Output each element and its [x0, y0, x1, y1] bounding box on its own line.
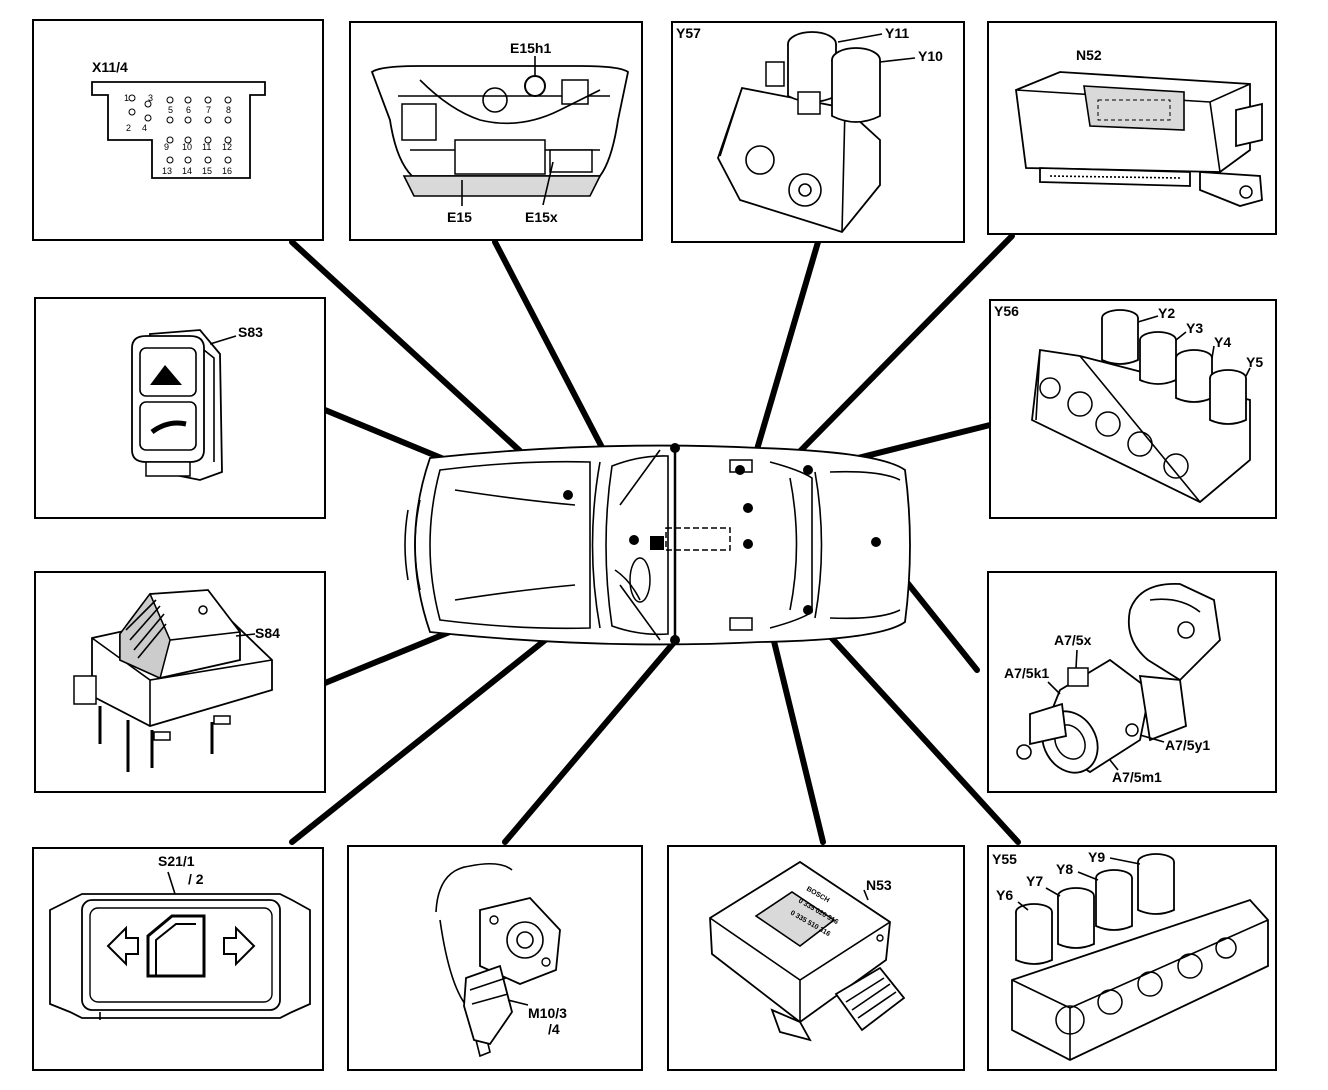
svg-text:7: 7 — [206, 105, 211, 115]
label-x11-4: X11/4 — [92, 59, 128, 75]
label-m10-4: /4 — [548, 1021, 560, 1037]
label-y55: Y55 — [992, 851, 1017, 867]
label-a7-5y1: A7/5y1 — [1165, 737, 1210, 753]
panel-s21: S21/1 / 2 — [32, 847, 324, 1071]
label-a7-5m1: A7/5m1 — [1112, 769, 1162, 785]
label-y2: Y2 — [1158, 305, 1175, 321]
car-top-view — [404, 443, 911, 646]
label-n52: N52 — [1076, 47, 1102, 63]
svg-text:5: 5 — [168, 105, 173, 115]
label-y57: Y57 — [676, 25, 701, 41]
svg-text:9: 9 — [164, 142, 169, 152]
panel-y55: Y55 Y6 Y7 Y8 Y9 — [987, 845, 1277, 1071]
label-e15: E15 — [447, 209, 472, 225]
y56-solenoids — [1101, 309, 1247, 425]
panel-m10: M10/3 /4 — [347, 845, 643, 1071]
panel-x11-4: 1 2 3 4 5 6 7 8 9 10 11 12 13 14 15 16 X… — [32, 19, 324, 241]
label-y7: Y7 — [1026, 873, 1043, 889]
label-y11: Y11 — [885, 25, 909, 41]
y55-solenoids — [1015, 853, 1175, 965]
panel-s84: S84 — [34, 571, 326, 793]
panel-n53: BOSCH 0 335 020 316 0 335 510 316 N53 — [667, 845, 965, 1071]
svg-text:14: 14 — [182, 166, 192, 176]
svg-text:11: 11 — [202, 142, 211, 152]
label-m10-3: M10/3 — [528, 1005, 567, 1021]
connector-pins: 1 2 3 4 5 6 7 8 9 10 11 12 13 14 15 16 — [124, 93, 232, 176]
svg-text:1: 1 — [124, 93, 129, 103]
label-s83: S83 — [238, 324, 263, 340]
label-n53: N53 — [866, 877, 892, 893]
label-e15x: E15x — [525, 209, 558, 225]
label-y5: Y5 — [1246, 354, 1263, 370]
panel-s83: S83 — [34, 297, 326, 519]
svg-text:16: 16 — [222, 166, 232, 176]
svg-text:12: 12 — [222, 142, 232, 152]
label-a7-5x: A7/5x — [1054, 632, 1092, 648]
label-y4: Y4 — [1214, 334, 1231, 350]
svg-text:8: 8 — [226, 105, 231, 115]
svg-text:15: 15 — [202, 166, 212, 176]
label-y3: Y3 — [1186, 320, 1203, 336]
svg-text:4: 4 — [142, 123, 147, 133]
label-a7-5k1: A7/5k1 — [1004, 665, 1049, 681]
label-y9: Y9 — [1088, 849, 1105, 865]
panel-e15: E15h1 E15 E15x — [349, 21, 643, 241]
label-s84: S84 — [255, 625, 280, 641]
svg-text:2: 2 — [126, 123, 131, 133]
label-e15h1: E15h1 — [510, 40, 551, 56]
svg-text:13: 13 — [162, 166, 172, 176]
label-s21-2: / 2 — [188, 871, 204, 887]
svg-text:3: 3 — [148, 93, 153, 103]
label-y8: Y8 — [1056, 861, 1073, 877]
panel-y57: Y57 Y11 Y10 — [671, 21, 965, 243]
svg-text:6: 6 — [186, 105, 191, 115]
label-y56: Y56 — [994, 303, 1019, 319]
label-y10: Y10 — [918, 48, 943, 64]
panel-a7-5: A7/5x A7/5k1 A7/5y1 A7/5m1 — [987, 571, 1277, 793]
label-s21-1: S21/1 — [158, 853, 195, 869]
svg-text:10: 10 — [182, 142, 192, 152]
label-y6: Y6 — [996, 887, 1013, 903]
panel-y56: Y56 Y2 Y3 Y4 Y5 — [989, 299, 1277, 519]
panel-n52: N52 — [987, 21, 1277, 235]
